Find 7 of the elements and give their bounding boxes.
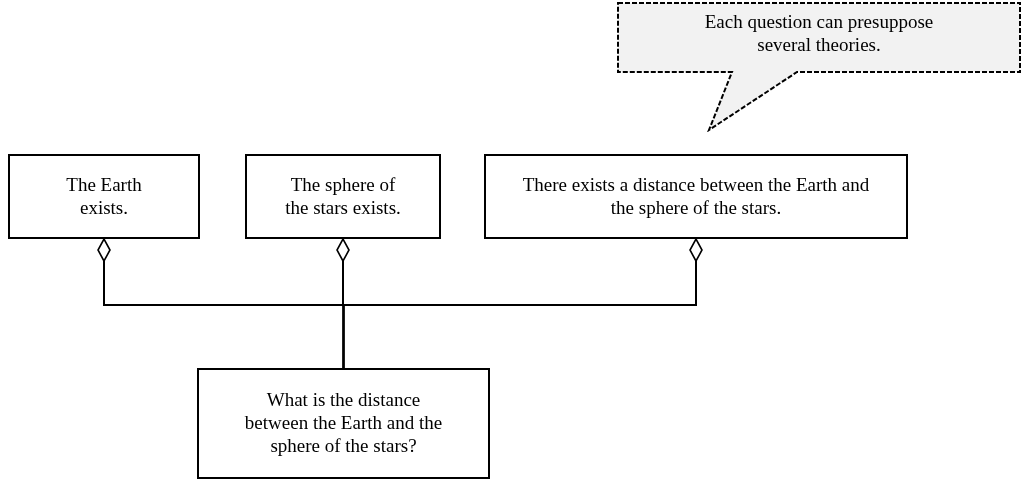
- theory-box: There exists a distance between the Earth and the sphere of the stars.: [484, 154, 908, 239]
- theory-box: The sphere of the stars exists.: [245, 154, 441, 239]
- question-box: What is the distance between the Earth and the sphere of the stars?: [197, 368, 490, 479]
- theory-box: The Earth exists.: [8, 154, 200, 239]
- connector: [342, 238, 703, 369]
- note-text: Each question can presuppose several theories.: [703, 11, 935, 57]
- callout-note: [617, 2, 1021, 132]
